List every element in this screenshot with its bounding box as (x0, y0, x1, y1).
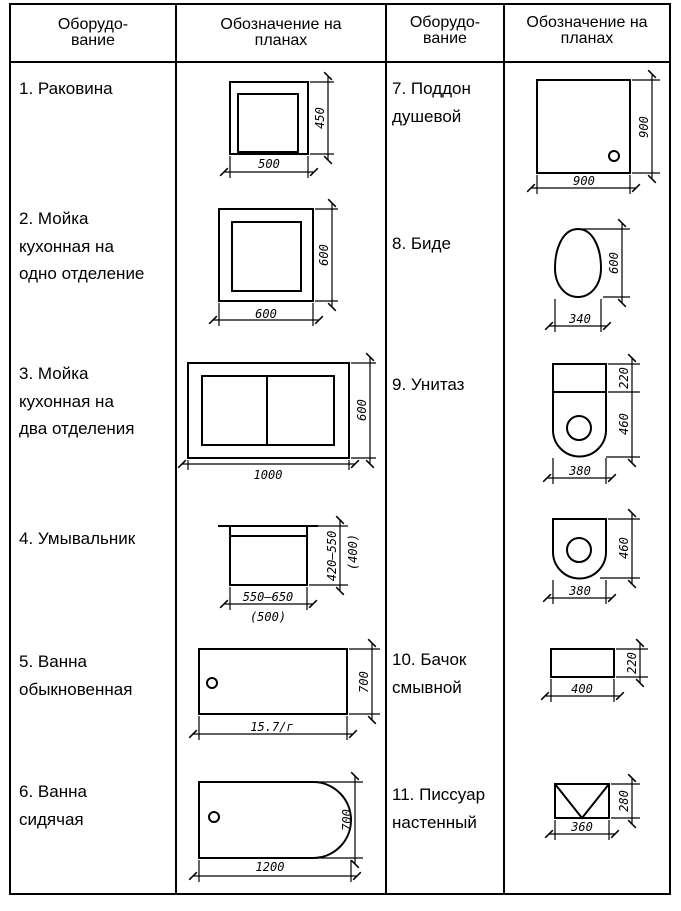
symbol-kitchen-sink-double (187, 362, 350, 459)
dim-label: 450 (313, 107, 327, 129)
item-label-urinal: 11. Писсуар настенный (392, 785, 486, 832)
dimension-labels: 500 450 600 600 1000 600 550–650 (500) 4… (243, 107, 651, 874)
symbol-urinal (554, 783, 610, 820)
item-label-bath: 5. Ванна обыкновенная (19, 652, 133, 699)
dim-washbasin (219, 515, 348, 610)
dim-label: 600 (355, 399, 369, 421)
item-label-kitchen-sink-double: 3. Мойка кухонная на два отделения (19, 364, 135, 438)
dim-cistern (540, 638, 648, 702)
symbol-kitchen-sink-single (218, 208, 314, 302)
dim-label: 460 (617, 413, 631, 435)
dim-label: (400) (346, 534, 360, 570)
dim-label: 1200 (256, 860, 285, 874)
item-label-sitz-bath: 6. Ванна сидячая (19, 782, 87, 829)
dim-label: 700 (357, 671, 371, 693)
dim-label: 400 (571, 682, 593, 696)
dim-label: 1000 (254, 468, 283, 482)
dim-label: 15.7/г (250, 720, 293, 734)
header-symbol-right: Обозначение на планах (526, 14, 648, 47)
symbol-bath (198, 648, 348, 715)
dim-label: 380 (568, 584, 591, 598)
header-equipment-right: Оборудо- вание (409, 14, 481, 47)
dim-toilet (542, 353, 640, 484)
dim-label: 900 (637, 116, 651, 138)
dim-label: 280 (617, 790, 631, 812)
dim-label: 220 (617, 367, 631, 389)
symbol-cistern (550, 648, 615, 678)
symbol-toilet (552, 363, 607, 458)
symbol-sink (229, 81, 309, 155)
dim-label: 500 (258, 157, 280, 171)
dim-shower-tray (526, 69, 660, 194)
dim-label: 340 (568, 312, 591, 326)
dim-sink (219, 71, 334, 178)
dim-label: 420–550 (325, 531, 339, 582)
dim-kitchen-sink-double (177, 352, 376, 470)
dim-label: 900 (573, 174, 595, 188)
item-label-sink: 1. Раковина (19, 79, 113, 98)
dim-label: 600 (607, 252, 621, 274)
dim-label: 600 (317, 244, 331, 266)
dim-kitchen-sink-single (208, 198, 338, 326)
symbol-washbasin (218, 525, 318, 586)
symbol-sitz-bath (198, 781, 352, 859)
dim-toilet-variant (542, 508, 640, 604)
dim-sitz-bath (188, 771, 363, 882)
header-symbol-left: Обозначение на планах (220, 16, 342, 49)
item-label-kitchen-sink-single: 2. Мойка кухонная на одно отделение (19, 209, 145, 283)
item-label-bidet: 8. Биде (392, 234, 451, 253)
dim-label: 360 (570, 820, 593, 834)
item-label-shower-tray: 7. Поддон душевой (392, 79, 471, 126)
dim-label: 220 (625, 652, 639, 674)
symbol-shower-tray (536, 79, 631, 174)
dim-label: 550–650 (243, 590, 294, 604)
item-label-washbasin: 4. Умывальник (19, 529, 136, 548)
dim-label: 700 (340, 809, 354, 831)
header-equipment-left: Оборудо- вание (57, 16, 129, 49)
symbol-bidet (553, 227, 603, 299)
table-grid (9, 3, 671, 895)
dim-label: 380 (568, 464, 591, 478)
dim-label: (500) (250, 610, 286, 624)
item-label-cistern: 10. Бачок смывной (392, 650, 467, 697)
dim-label: 460 (617, 537, 631, 559)
dim-urinal (544, 773, 640, 840)
dim-bath (188, 638, 380, 740)
symbol-toilet-variant (552, 518, 607, 580)
dim-bidet (544, 218, 630, 332)
dim-label: 600 (255, 307, 277, 321)
item-label-toilet: 9. Унитаз (392, 375, 465, 394)
